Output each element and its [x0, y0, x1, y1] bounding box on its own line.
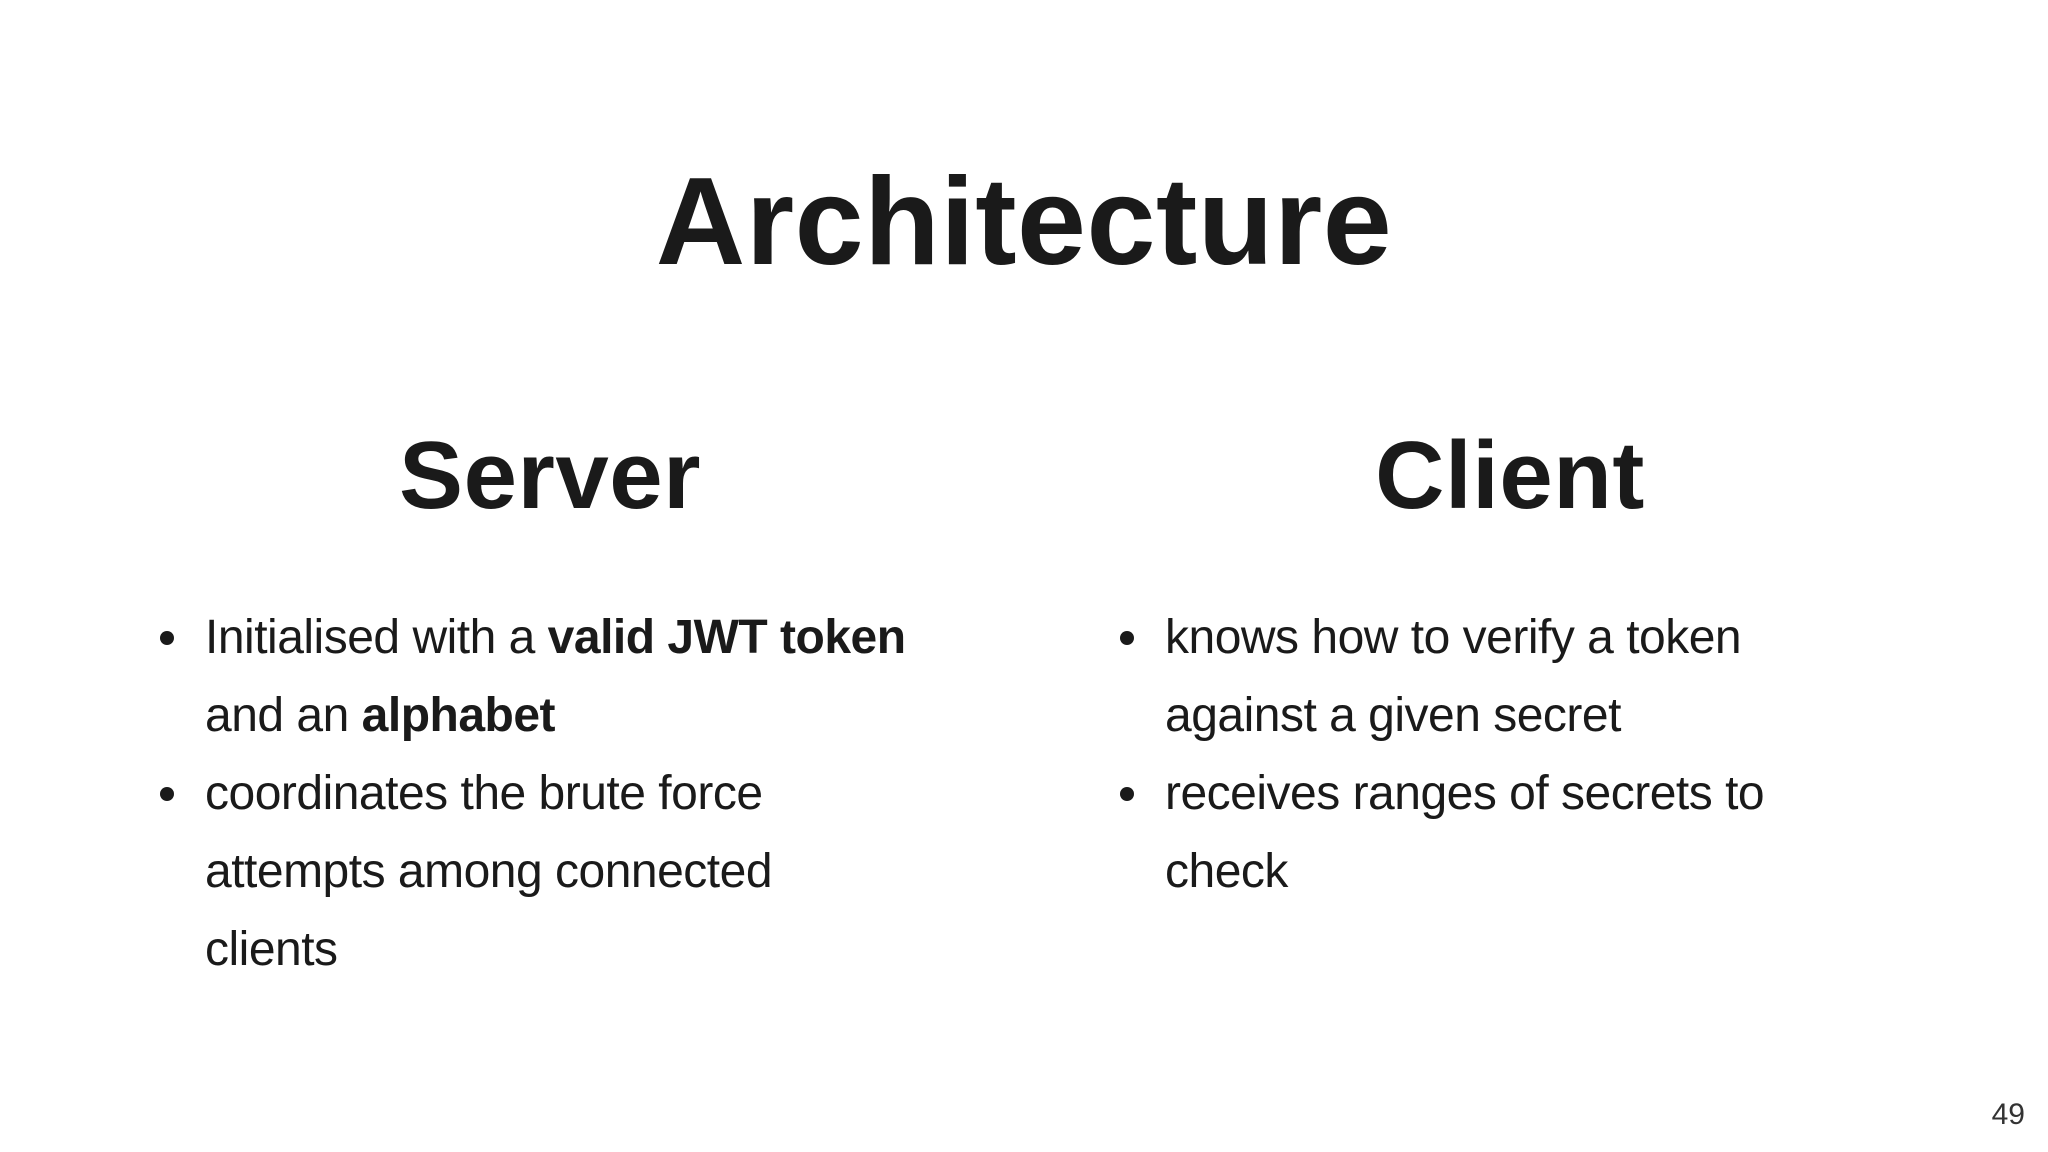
column-heading-server: Server	[399, 422, 701, 529]
column-server: Server Initialised with a valid JWT toke…	[110, 0, 990, 1152]
bullet-item: receives ranges of secrets to check	[1070, 755, 1950, 911]
bullet-item: knows how to verify a token against a gi…	[1070, 599, 1950, 755]
bullet-text: receives ranges of secrets to check	[1165, 767, 1765, 898]
page-number: 49	[1991, 1098, 2025, 1131]
bullet-list-server: Initialised with a valid JWT token and a…	[110, 599, 990, 989]
bullet-text: and an	[205, 689, 349, 742]
bullet-item: coordinates the brute force attempts amo…	[110, 755, 990, 989]
bullet-text-bold: valid JWT token	[547, 611, 906, 664]
bullet-list-client: knows how to verify a token against a gi…	[1070, 599, 1950, 911]
column-client: Client knows how to verify a token again…	[1070, 0, 1950, 1152]
bullet-item: Initialised with a valid JWT token and a…	[110, 599, 990, 755]
column-heading-client: Client	[1375, 422, 1645, 529]
slide-title: Architecture	[655, 153, 1393, 291]
bullet-text: knows how to verify a token against a gi…	[1165, 611, 1742, 742]
bullet-text: coordinates the brute force attempts amo…	[205, 767, 773, 976]
bullet-text-bold: alphabet	[361, 689, 556, 742]
bullet-text: Initialised with a	[205, 611, 548, 664]
